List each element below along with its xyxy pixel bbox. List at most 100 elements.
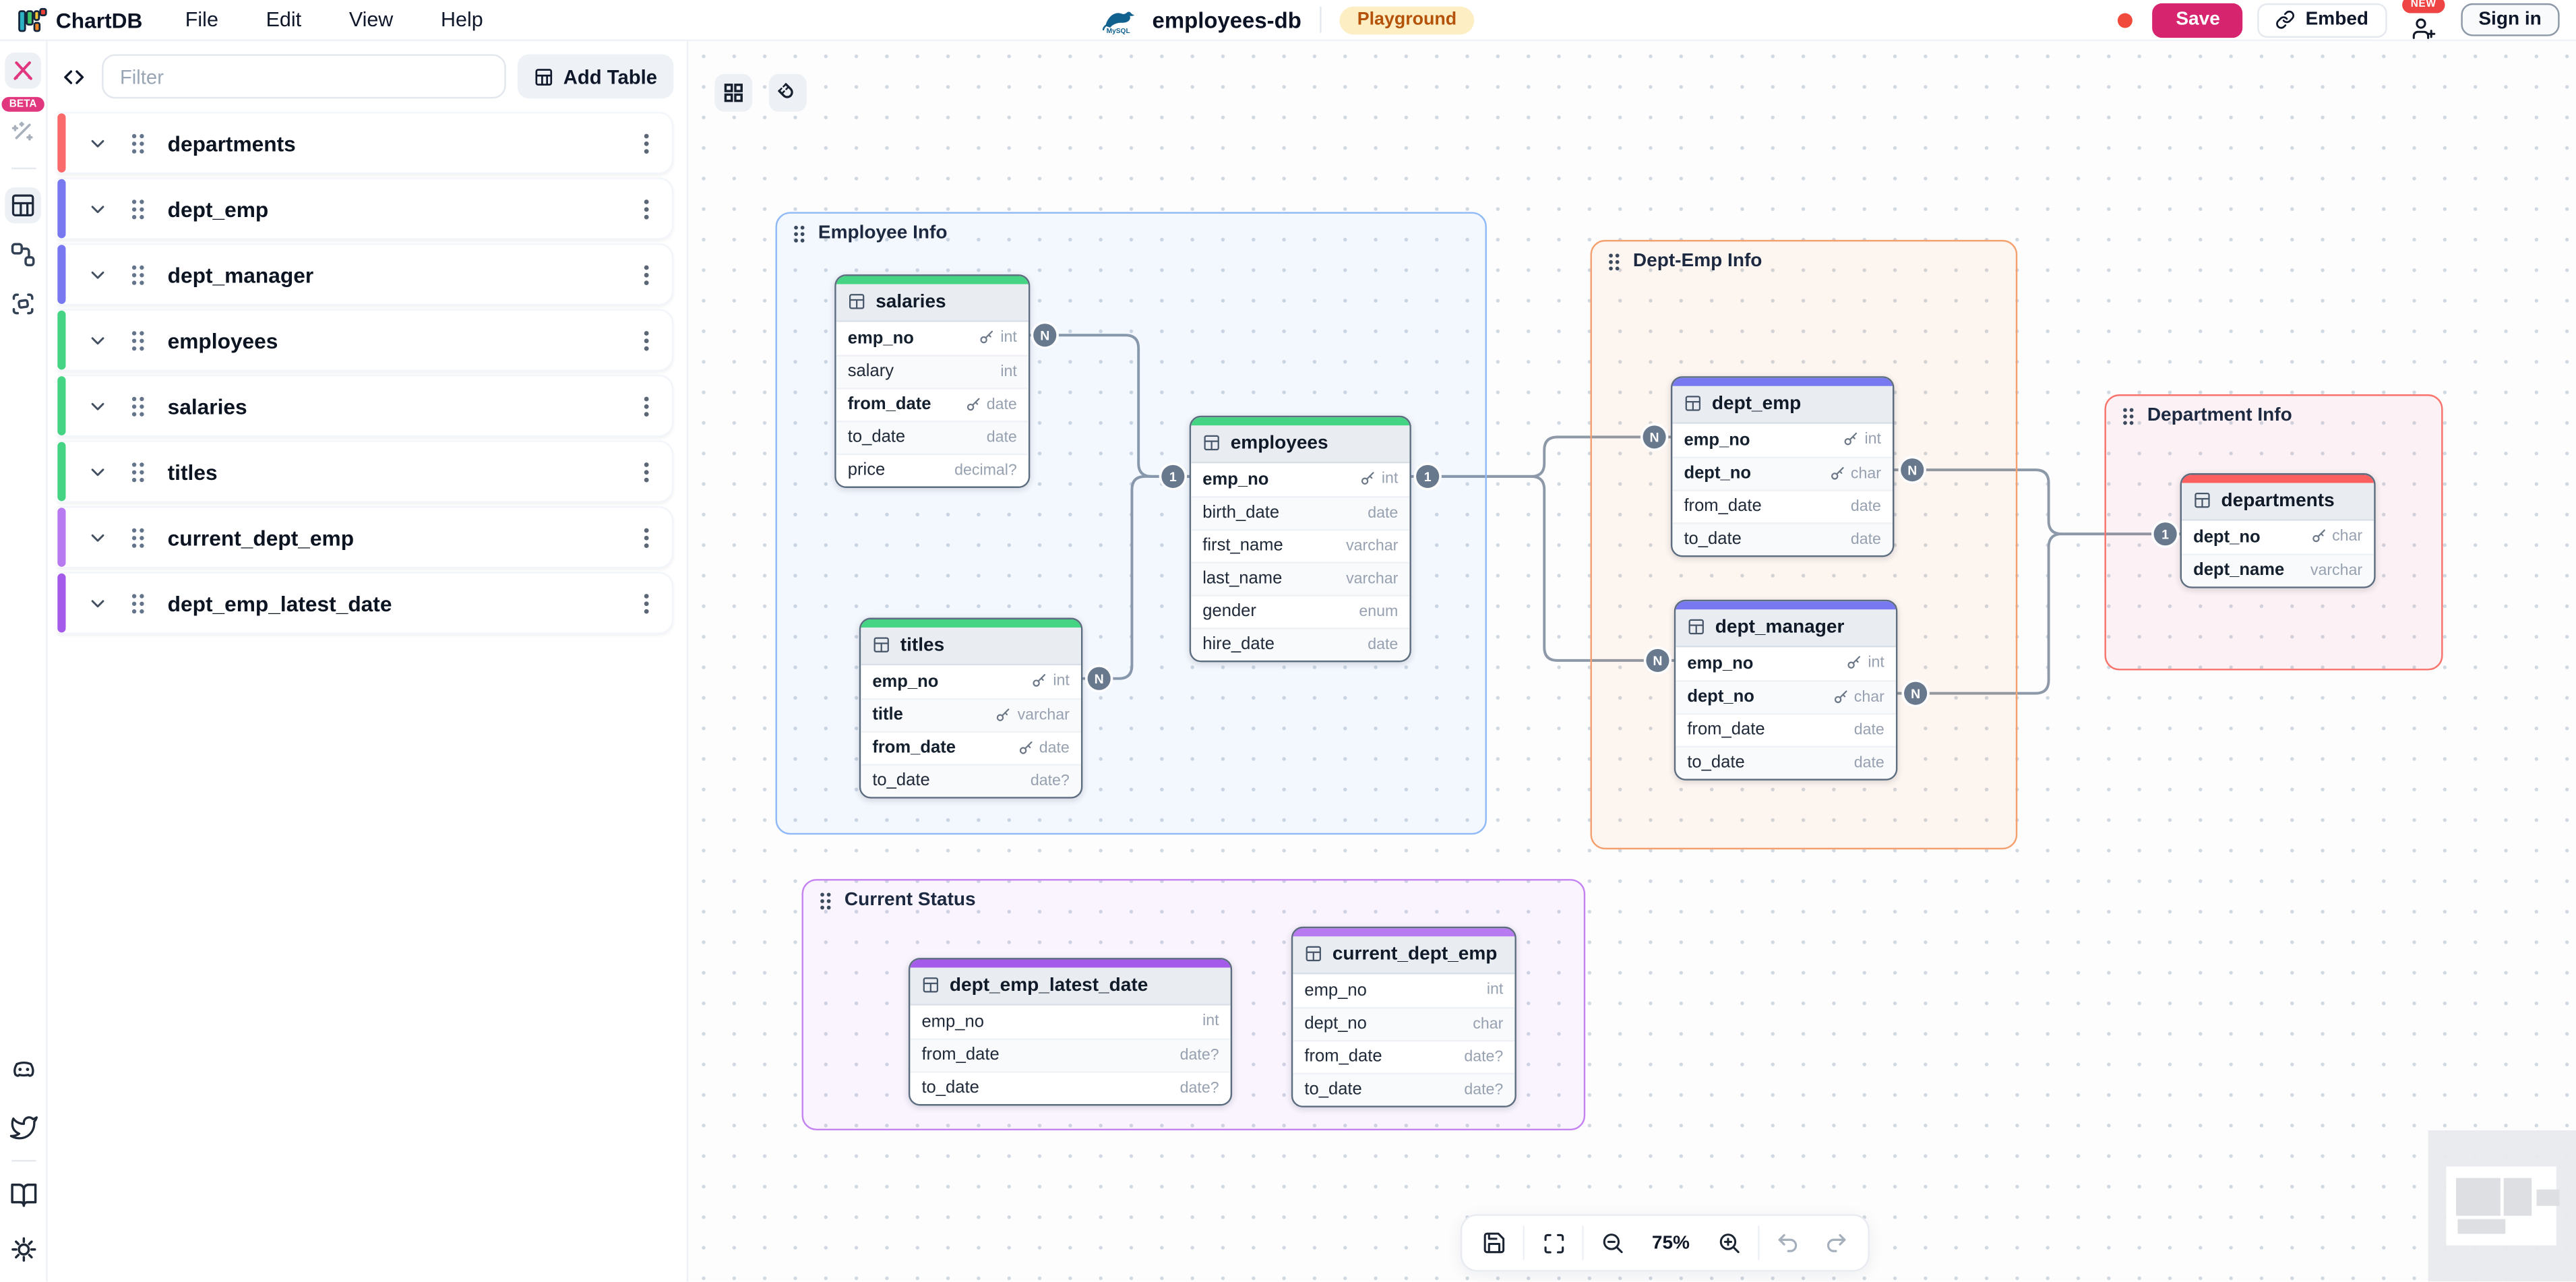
field-dept_emp_latest_date-emp_no[interactable]: emp_no int — [910, 1004, 1231, 1038]
sidebar-table-row-titles[interactable]: titles — [57, 440, 674, 503]
field-employees-emp_no[interactable]: emp_no int — [1191, 462, 1410, 495]
field-dept_manager-dept_no[interactable]: dept_no char — [1676, 679, 1896, 712]
kebab-menu-icon[interactable] — [638, 330, 656, 351]
drag-handle-icon[interactable] — [130, 198, 146, 220]
area-header[interactable]: Dept-Emp Info — [1592, 241, 2016, 281]
table-node-dept_manager[interactable]: dept_manager emp_no int dept_no char fro… — [1674, 599, 1898, 780]
sidebar-table-row-dept_emp_latest_date[interactable]: dept_emp_latest_date — [57, 572, 674, 634]
chevron-down-icon[interactable] — [87, 592, 109, 614]
menu-item-view[interactable]: View — [348, 8, 394, 32]
field-salaries-salary[interactable]: salary int — [836, 354, 1029, 388]
discord-button[interactable] — [5, 1051, 41, 1088]
chevron-down-icon[interactable] — [87, 330, 109, 351]
field-dept_emp-from_date[interactable]: from_date date — [1672, 489, 1893, 522]
diagram-title[interactable]: employees-db — [1152, 7, 1301, 32]
field-titles-to_date[interactable]: to_date date? — [861, 763, 1081, 796]
field-dept_emp_latest_date-to_date[interactable]: to_date date? — [910, 1070, 1231, 1103]
kebab-menu-icon[interactable] — [638, 526, 656, 548]
drag-handle-icon[interactable] — [1607, 252, 1622, 270]
drag-handle-icon[interactable] — [130, 132, 146, 154]
zoom-in-button[interactable] — [1705, 1215, 1753, 1271]
editor-tools-button[interactable] — [5, 53, 41, 89]
table-node-titles[interactable]: titles emp_no int title varchar from_dat… — [859, 617, 1083, 798]
table-node-header[interactable]: dept_emp_latest_date — [910, 967, 1231, 1005]
reorder-tables-button[interactable] — [714, 73, 753, 112]
drag-handle-icon[interactable] — [792, 224, 807, 243]
menu-item-help[interactable]: Help — [441, 8, 483, 32]
sidebar-table-row-departments[interactable]: departments — [57, 111, 674, 175]
sidebar-table-row-employees[interactable]: employees — [57, 309, 674, 371]
table-node-header[interactable]: departments — [2182, 482, 2374, 520]
field-dept_manager-from_date[interactable]: from_date date — [1676, 712, 1896, 745]
field-titles-title[interactable]: title varchar — [861, 697, 1081, 731]
field-titles-emp_no[interactable]: emp_no int — [861, 664, 1081, 698]
areas-panel-button[interactable] — [5, 286, 41, 322]
undo-button[interactable] — [1765, 1215, 1812, 1271]
drag-handle-icon[interactable] — [130, 395, 146, 417]
chevron-down-icon[interactable] — [87, 526, 109, 548]
field-employees-gender[interactable]: gender enum — [1191, 594, 1410, 627]
fit-view-button[interactable] — [1529, 1215, 1577, 1271]
field-dept_emp-emp_no[interactable]: emp_no int — [1672, 423, 1893, 456]
field-salaries-from_date[interactable]: from_date date — [836, 387, 1029, 420]
relationships-panel-button[interactable] — [5, 237, 41, 273]
table-node-salaries[interactable]: salaries emp_no int salary int from_date — [834, 274, 1031, 487]
minimap[interactable] — [2428, 1130, 2576, 1282]
field-dept_manager-to_date[interactable]: to_date date — [1676, 745, 1896, 779]
field-salaries-price[interactable]: price decimal? — [836, 452, 1029, 486]
table-node-header[interactable]: salaries — [836, 283, 1029, 322]
table-node-header[interactable]: titles — [861, 626, 1081, 665]
redo-button[interactable] — [1812, 1215, 1860, 1271]
chevron-down-icon[interactable] — [87, 461, 109, 483]
table-node-header[interactable]: dept_manager — [1676, 609, 1896, 647]
field-departments-dept_name[interactable]: dept_name varchar — [2182, 553, 2374, 586]
chevron-down-icon[interactable] — [87, 395, 109, 417]
table-node-dept_emp_latest_date[interactable]: dept_emp_latest_date emp_no int from_dat… — [908, 958, 1233, 1105]
field-current_dept_emp-to_date[interactable]: to_date date? — [1293, 1072, 1515, 1105]
table-node-employees[interactable]: employees emp_no int birth_date date fir… — [1189, 415, 1411, 662]
field-dept_emp-dept_no[interactable]: dept_no char — [1672, 456, 1893, 489]
sidebar-table-row-dept_emp[interactable]: dept_emp — [57, 177, 674, 240]
save-diagram-button[interactable] — [1471, 1215, 1519, 1271]
sign-in-button[interactable]: Sign in — [2460, 3, 2560, 36]
table-node-header[interactable]: employees — [1191, 425, 1410, 463]
kebab-menu-icon[interactable] — [638, 264, 656, 285]
table-node-departments[interactable]: departments dept_no char dept_name varch… — [2180, 473, 2376, 588]
field-dept_emp_latest_date-from_date[interactable]: from_date date? — [910, 1037, 1231, 1071]
add-table-button[interactable]: Add Table — [517, 54, 674, 99]
settings-button[interactable] — [5, 1231, 41, 1267]
menu-item-edit[interactable]: Edit — [266, 8, 302, 32]
chevron-down-icon[interactable] — [87, 198, 109, 220]
snap-magnet-button[interactable] — [768, 73, 807, 112]
zoom-level[interactable]: 75% — [1651, 1233, 1690, 1253]
chevron-down-icon[interactable] — [87, 132, 109, 154]
area-header[interactable]: Department Info — [2106, 396, 2441, 435]
invite-user-button[interactable]: NEW — [2401, 0, 2446, 40]
kebab-menu-icon[interactable] — [638, 592, 656, 614]
drag-handle-icon[interactable] — [130, 330, 146, 351]
field-employees-hire_date[interactable]: hire_date date — [1191, 626, 1410, 660]
diagram-canvas[interactable]: 75% — [688, 40, 2576, 1282]
sidebar-table-row-salaries[interactable]: salaries — [57, 374, 674, 437]
filter-input[interactable] — [102, 54, 506, 99]
zoom-out-button[interactable] — [1589, 1215, 1636, 1271]
drag-handle-icon[interactable] — [130, 264, 146, 285]
area-header[interactable]: Employee Info — [777, 214, 1485, 253]
field-dept_manager-emp_no[interactable]: emp_no int — [1676, 646, 1896, 679]
table-node-dept_emp[interactable]: dept_emp emp_no int dept_no char from_da… — [1670, 376, 1895, 557]
table-node-header[interactable]: current_dept_emp — [1293, 936, 1515, 974]
area-header[interactable]: Current Status — [803, 881, 1584, 921]
field-employees-last_name[interactable]: last_name varchar — [1191, 561, 1410, 594]
field-dept_emp-to_date[interactable]: to_date date — [1672, 521, 1893, 555]
table-node-header[interactable]: dept_emp — [1672, 385, 1893, 423]
drag-handle-icon[interactable] — [130, 526, 146, 548]
table-node-current_dept_emp[interactable]: current_dept_emp emp_no int dept_no char… — [1291, 926, 1516, 1107]
field-current_dept_emp-emp_no[interactable]: emp_no int — [1293, 973, 1515, 1006]
sidebar-table-row-dept_manager[interactable]: dept_manager — [57, 243, 674, 306]
field-current_dept_emp-from_date[interactable]: from_date date? — [1293, 1039, 1515, 1072]
code-view-toggle[interactable] — [57, 60, 90, 93]
field-salaries-emp_no[interactable]: emp_no int — [836, 321, 1029, 355]
docs-button[interactable] — [5, 1176, 41, 1213]
field-titles-from_date[interactable]: from_date date — [861, 730, 1081, 764]
kebab-menu-icon[interactable] — [638, 198, 656, 220]
